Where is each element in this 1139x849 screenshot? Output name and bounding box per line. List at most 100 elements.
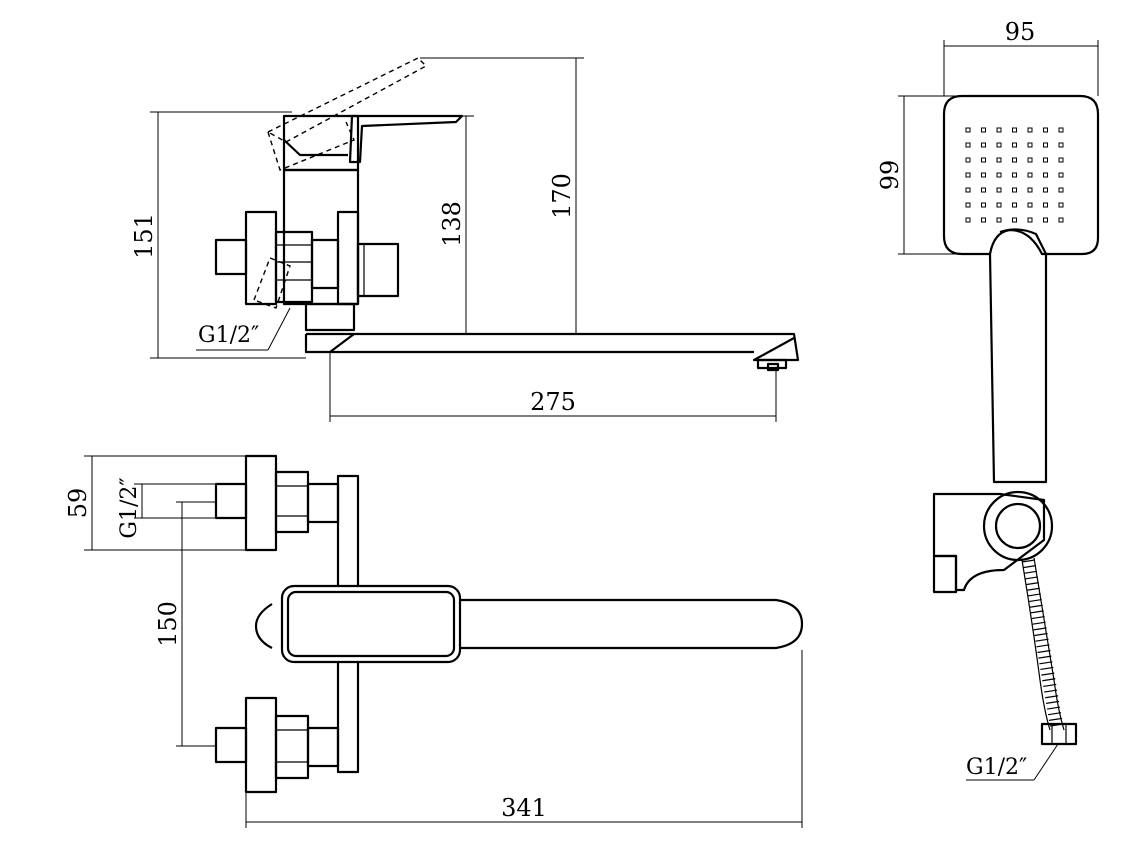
top-view: 59 G1/2″ 150 341 [64, 454, 804, 828]
nozzle [965, 157, 971, 163]
nozzle [996, 202, 1002, 208]
nozzle [965, 142, 971, 148]
nozzle [1012, 142, 1017, 148]
top-spout [456, 598, 804, 650]
nozzle [1058, 142, 1064, 148]
side-cartridge-cap [282, 114, 360, 172]
shower-nozzles [965, 127, 1064, 223]
hose-rings [1021, 559, 1064, 727]
thread-side-label: G1/2″ [198, 323, 259, 348]
dim-341-label: 341 [501, 794, 547, 822]
nozzle [996, 187, 1002, 193]
nozzle [965, 217, 971, 223]
nozzle [1058, 187, 1064, 193]
nozzle [1027, 202, 1033, 208]
dim-151-label: 151 [130, 213, 158, 259]
nozzle [996, 127, 1002, 133]
side-flange-rotated [253, 257, 291, 309]
top-upper-nut [274, 470, 310, 534]
side-view: 151 138 170 275 G1/2″ [130, 57, 800, 422]
hose-ring [1045, 695, 1059, 699]
nozzle [981, 127, 986, 133]
dim-59-label: 59 [64, 488, 92, 519]
nozzle [996, 157, 1002, 163]
hose-ring [1041, 672, 1055, 676]
hose-ring [1035, 638, 1049, 642]
nozzle [1058, 127, 1064, 133]
hose-nut [1040, 722, 1078, 746]
shower-handle [988, 253, 1048, 484]
hose-ring [1025, 582, 1039, 586]
dim-99-label: 99 [876, 160, 904, 191]
hose-ring [1032, 621, 1046, 625]
nozzle [965, 187, 971, 193]
nozzle [1012, 202, 1017, 208]
nozzle [965, 172, 971, 178]
top-lower-nut [274, 714, 310, 780]
hose-ring [1048, 717, 1063, 721]
hose-ring [1030, 610, 1044, 614]
hose-ring [1043, 683, 1057, 688]
top-upper-flange [244, 454, 278, 552]
nozzle [1058, 217, 1064, 223]
hose-ring [1046, 700, 1060, 704]
side-lever-raised [266, 57, 428, 143]
nozzle [965, 127, 971, 133]
hose-ring [1034, 632, 1048, 637]
nozzle [981, 142, 986, 148]
hose-ring [1021, 559, 1036, 563]
hose-ring [1037, 649, 1051, 654]
hose-ring [1044, 689, 1058, 693]
side-inlet-stub [214, 238, 248, 276]
hose-ring [1036, 644, 1050, 648]
nozzle [1027, 142, 1033, 148]
hose-ring [1024, 576, 1038, 580]
nozzle [1012, 217, 1017, 223]
hose-ring [1022, 565, 1037, 569]
dim-138-label: 138 [438, 201, 466, 247]
dim-95-label: 95 [1005, 18, 1036, 46]
side-spout [306, 332, 800, 362]
top-lower-flange [244, 696, 278, 794]
nozzle [1012, 157, 1017, 163]
hose-ring [1047, 712, 1062, 716]
side-aerator [756, 358, 788, 370]
nozzle [1043, 217, 1048, 223]
side-body-plate [336, 210, 360, 306]
hose-ring [1040, 666, 1054, 671]
top-upper-stub [214, 482, 248, 520]
nozzle [981, 202, 986, 208]
hose-ring [1033, 627, 1047, 631]
nozzle [1027, 172, 1033, 178]
nozzle [1012, 187, 1017, 193]
nozzle [1058, 157, 1064, 163]
dim-170-label: 170 [548, 173, 576, 219]
side-cartridge-body [282, 168, 360, 306]
dim-275-label: 275 [530, 388, 576, 416]
nozzle [996, 172, 1002, 178]
nozzle [1012, 127, 1017, 133]
thread-top-label: G1/2″ [117, 477, 142, 538]
nozzle [981, 157, 986, 163]
hose-ring [1047, 706, 1061, 710]
side-base-block [304, 302, 356, 332]
top-lever-nose [254, 603, 273, 649]
dim-150-label: 150 [154, 601, 182, 647]
nozzle [1043, 172, 1048, 178]
nozzle [996, 142, 1002, 148]
nozzle [981, 187, 986, 193]
side-connector [310, 238, 340, 290]
nozzle [1043, 202, 1048, 208]
hose-ring [1031, 615, 1045, 620]
nozzle [1043, 142, 1048, 148]
top-lever-inner [286, 590, 456, 658]
hose-ring [1038, 655, 1052, 659]
hose-ring [1026, 587, 1040, 591]
nozzle [981, 217, 986, 223]
top-lower-stub [214, 726, 248, 764]
side-lever [348, 114, 464, 164]
nozzle [1027, 187, 1033, 193]
nozzle [1027, 217, 1033, 223]
nozzle [1058, 172, 1064, 178]
nozzle [981, 172, 986, 178]
